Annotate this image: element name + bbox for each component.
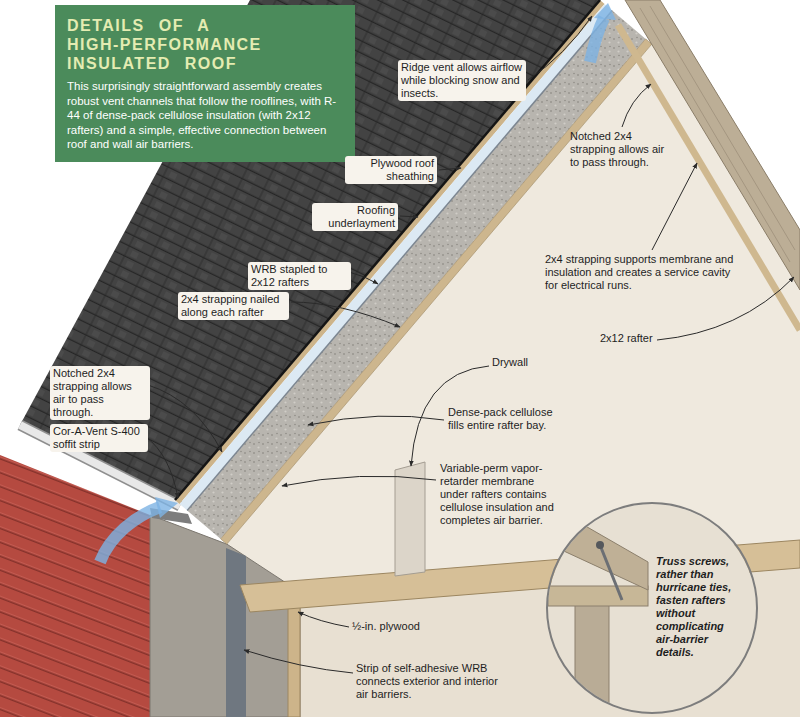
callout-label: Strip of self-adhesive WRB connects exte…	[356, 662, 506, 701]
wall-framing	[150, 515, 300, 717]
callout-label: ½-in. plywood	[352, 620, 442, 633]
callout-label: Plywood roof sheathing	[345, 156, 437, 184]
callout-label: 2x12 rafter	[600, 332, 670, 345]
leader-line	[400, 216, 418, 217]
wood-grain	[640, 8, 790, 262]
top-plate	[548, 586, 648, 606]
leader-line	[622, 84, 651, 127]
airflow-arrow	[590, 18, 604, 62]
rafter	[540, 520, 648, 590]
drywall-knee-wall	[395, 462, 425, 576]
red-siding	[0, 455, 150, 717]
callout-label: WRB stapled to 2x12 rafters	[248, 262, 351, 290]
airflow-arrow	[100, 507, 160, 562]
leader-line	[244, 650, 353, 673]
callout-label: 2x4 strapping nailed along each rafter	[178, 292, 289, 320]
wall-stud	[575, 605, 609, 717]
leader-line	[657, 277, 794, 340]
truss-screw	[600, 545, 622, 600]
leader-line	[146, 437, 178, 498]
wrb-strip	[226, 548, 246, 717]
airflow-arrowhead	[594, 3, 616, 20]
leader-line	[308, 416, 444, 425]
leader-line	[291, 302, 400, 327]
gutter	[20, 425, 180, 506]
callout-label: Ridge vent allows airflow while blocking…	[398, 60, 526, 101]
inset-note: Truss screws, rather than hurricane ties…	[656, 555, 736, 659]
caption: This surprisingly straightforward assemb…	[67, 79, 343, 152]
callout-label: Roofing underlayment	[312, 203, 398, 231]
callout-label: Cor-A-Vent S-400 soffit strip	[50, 424, 148, 452]
leader-line	[652, 163, 697, 250]
callout-label: 2x4 strapping supports membrane and insu…	[545, 253, 735, 292]
inset-circle: Truss screws, rather than hurricane ties…	[546, 502, 758, 714]
shingle-roof	[20, 0, 600, 500]
leader-line	[528, 16, 592, 80]
leader-line	[298, 612, 349, 627]
leader-line	[148, 385, 222, 452]
callout-label: Variable-perm vapor-retarder membrane un…	[440, 462, 555, 527]
title-panel: DETAILS OF A HIGH-PERFORMANCE INSULATED …	[55, 5, 355, 162]
leader-line	[282, 476, 436, 486]
screw-head	[596, 541, 604, 549]
callout-label: Dense-pack cellulose fills entire rafter…	[448, 406, 563, 432]
callout-label: Notched 2x4 strapping allows air to pass…	[50, 366, 150, 420]
callout-label: Notched 2x4 strapping allows air to pass…	[570, 130, 665, 169]
gutter-edge	[20, 425, 180, 506]
leader-line	[349, 272, 378, 284]
callout-label: Drywall	[492, 356, 542, 369]
wood-grain	[650, 6, 795, 250]
ceiling-strapping	[618, 25, 800, 330]
airflow-arrowhead	[155, 497, 178, 518]
leader-line	[439, 168, 461, 170]
inset-detail	[540, 504, 756, 717]
title: DETAILS OF A HIGH-PERFORMANCE INSULATED …	[67, 16, 270, 73]
